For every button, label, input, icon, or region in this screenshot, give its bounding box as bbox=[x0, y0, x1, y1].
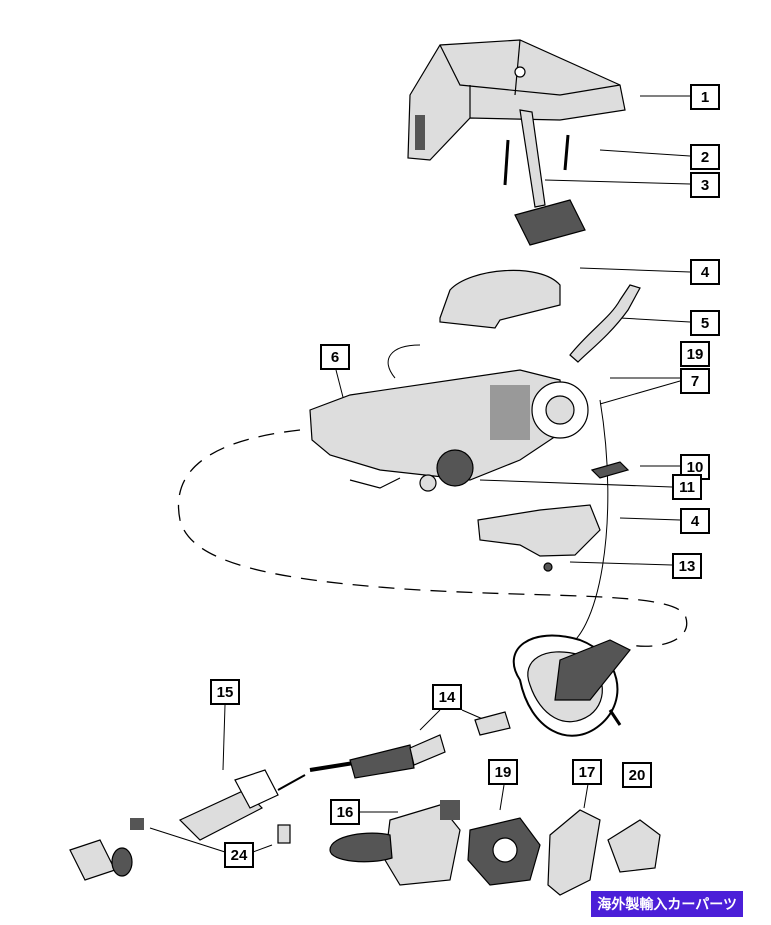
lower-shroud bbox=[477, 504, 601, 557]
multifunction-switch bbox=[329, 800, 461, 886]
watermark-badge: 海外製輸入カーパーツ bbox=[591, 891, 743, 917]
leader-lines bbox=[149, 95, 691, 853]
callout-19-upper: 19 bbox=[680, 341, 710, 367]
callout-2: 2 bbox=[690, 144, 720, 170]
callout-17: 17 bbox=[572, 759, 602, 785]
callout-14: 14 bbox=[432, 684, 462, 710]
callout-1: 1 bbox=[690, 84, 720, 110]
trim-pad bbox=[607, 819, 661, 873]
callout-24: 24 bbox=[224, 842, 254, 868]
small-switch bbox=[590, 461, 630, 479]
steering-column-assembly bbox=[309, 369, 589, 492]
callout-6: 6 bbox=[320, 344, 350, 370]
callout-13: 13 bbox=[672, 553, 702, 579]
callout-4-upper: 4 bbox=[690, 259, 720, 285]
brake-pedal bbox=[503, 109, 586, 246]
callout-4-lower: 4 bbox=[680, 508, 710, 534]
intermediate-shaft bbox=[309, 711, 511, 779]
callout-7: 7 bbox=[680, 368, 710, 394]
callout-3: 3 bbox=[690, 172, 720, 198]
upper-shroud bbox=[439, 269, 561, 329]
clockspring bbox=[467, 817, 541, 886]
callout-20: 20 bbox=[622, 762, 652, 788]
lower-ujoint-shaft bbox=[69, 769, 306, 881]
column-bracket bbox=[547, 809, 601, 896]
callout-11: 11 bbox=[672, 474, 702, 500]
harness-dashed-path bbox=[177, 429, 688, 647]
lower-column bbox=[512, 634, 631, 737]
callout-15: 15 bbox=[210, 679, 240, 705]
callout-19-lower: 19 bbox=[488, 759, 518, 785]
callout-16: 16 bbox=[330, 799, 360, 825]
multifunction-lever bbox=[569, 284, 641, 363]
callout-5: 5 bbox=[690, 310, 720, 336]
pedal-bracket bbox=[407, 39, 626, 161]
